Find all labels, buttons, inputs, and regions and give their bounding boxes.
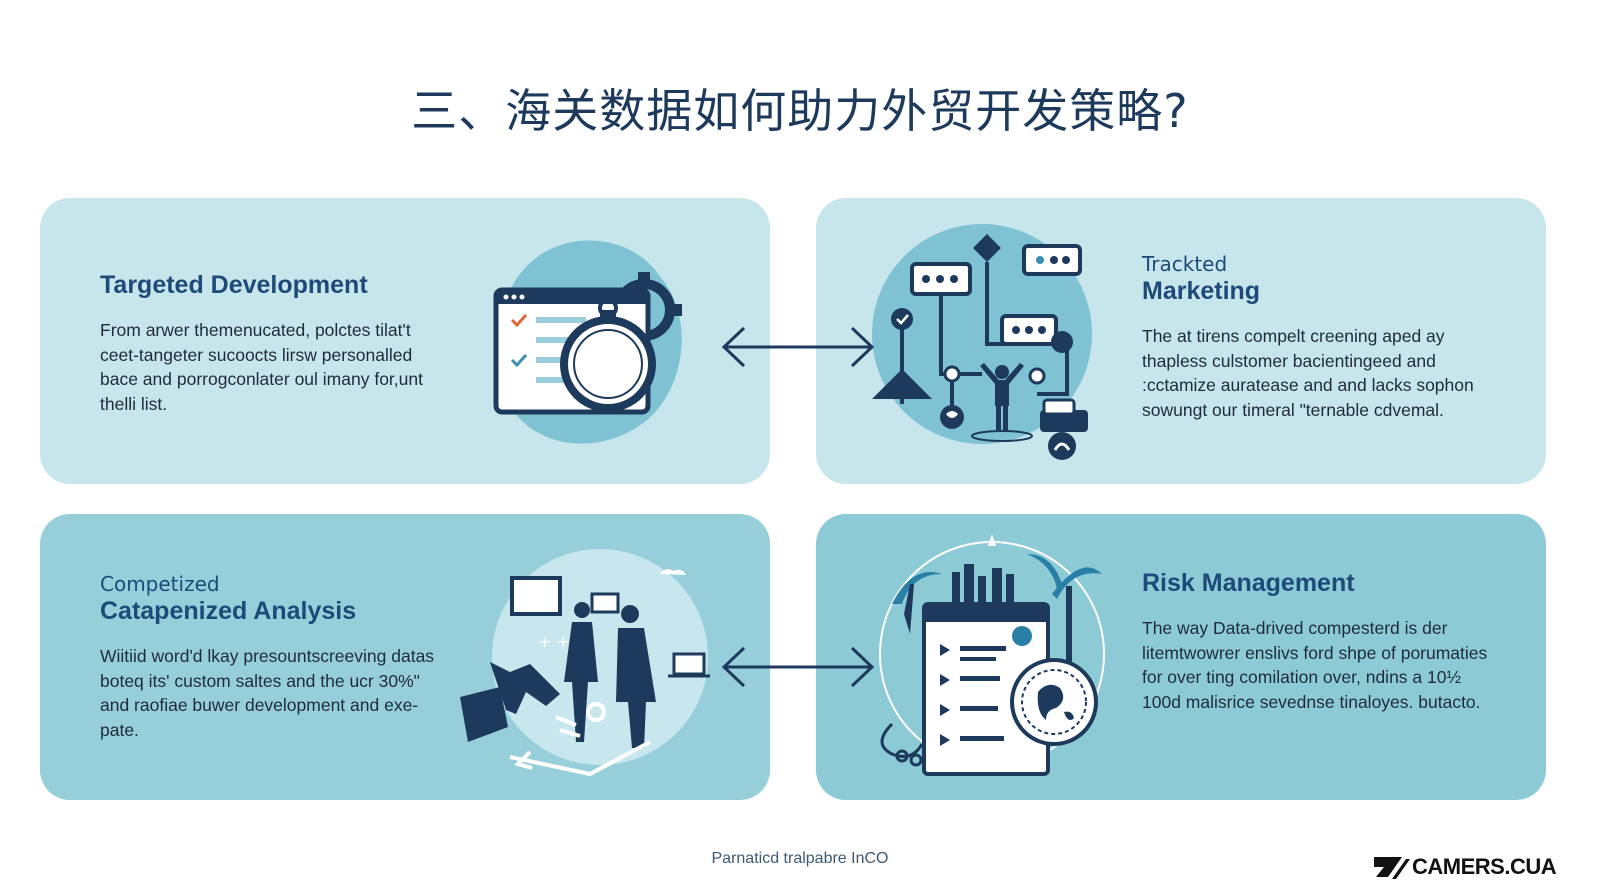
card-body: The way Data-drived compesterd is der li… (1142, 618, 1488, 712)
double-arrow-icon (721, 326, 875, 368)
card-text: Competized Catapenized Analysis Wiitiid … (100, 572, 440, 742)
card-body: The at tirens compelt creening aped ay t… (1142, 326, 1474, 420)
card-targeted-development: Targeted Development From arwer themenuc… (40, 198, 770, 484)
brand-name: CAMERS.CUA (1412, 854, 1557, 879)
card-risk-management: Risk Management The way Data-drived comp… (816, 514, 1546, 800)
page-title: 三、海关数据如何助力外贸开发策略? (411, 83, 1189, 138)
card-body: Wiitiid word'd lkay presountscreeving da… (100, 646, 435, 740)
card-eyebrow: Trackted (1142, 252, 1228, 276)
card-title: Targeted Development (100, 271, 368, 299)
card-body: From arwer themenucated, polctes tilat't… (100, 320, 423, 414)
card-title: Marketing (1142, 277, 1261, 305)
footer-caption: Parnaticd tralpabre InCO (711, 850, 889, 867)
card-tracked-marketing: Trackted Marketing The at tirens compelt… (816, 198, 1546, 484)
card-eyebrow: Competized (100, 572, 220, 596)
network-marketing-icon (872, 224, 1092, 460)
brand-logo: CAMERS.CUA (1372, 852, 1557, 882)
double-arrow-icon (721, 646, 875, 688)
brand-mark-icon (1374, 857, 1410, 879)
card-title: Catapenized Analysis (100, 597, 357, 625)
card-text: Targeted Development From arwer themenuc… (100, 270, 440, 416)
card-text: Risk Management The way Data-drived comp… (1142, 568, 1502, 714)
card-competitive-analysis: Competized Catapenized Analysis Wiitiid … (40, 514, 770, 800)
risk-dashboard-globe-icon (879, 534, 1105, 776)
team-analysis-icon: + + (460, 549, 710, 777)
svg-text:+ +: + + (538, 632, 570, 651)
card-title: Risk Management (1142, 569, 1355, 597)
card-text: Trackted Marketing The at tirens compelt… (1142, 252, 1502, 422)
checklist-stopwatch-icon (493, 240, 682, 444)
